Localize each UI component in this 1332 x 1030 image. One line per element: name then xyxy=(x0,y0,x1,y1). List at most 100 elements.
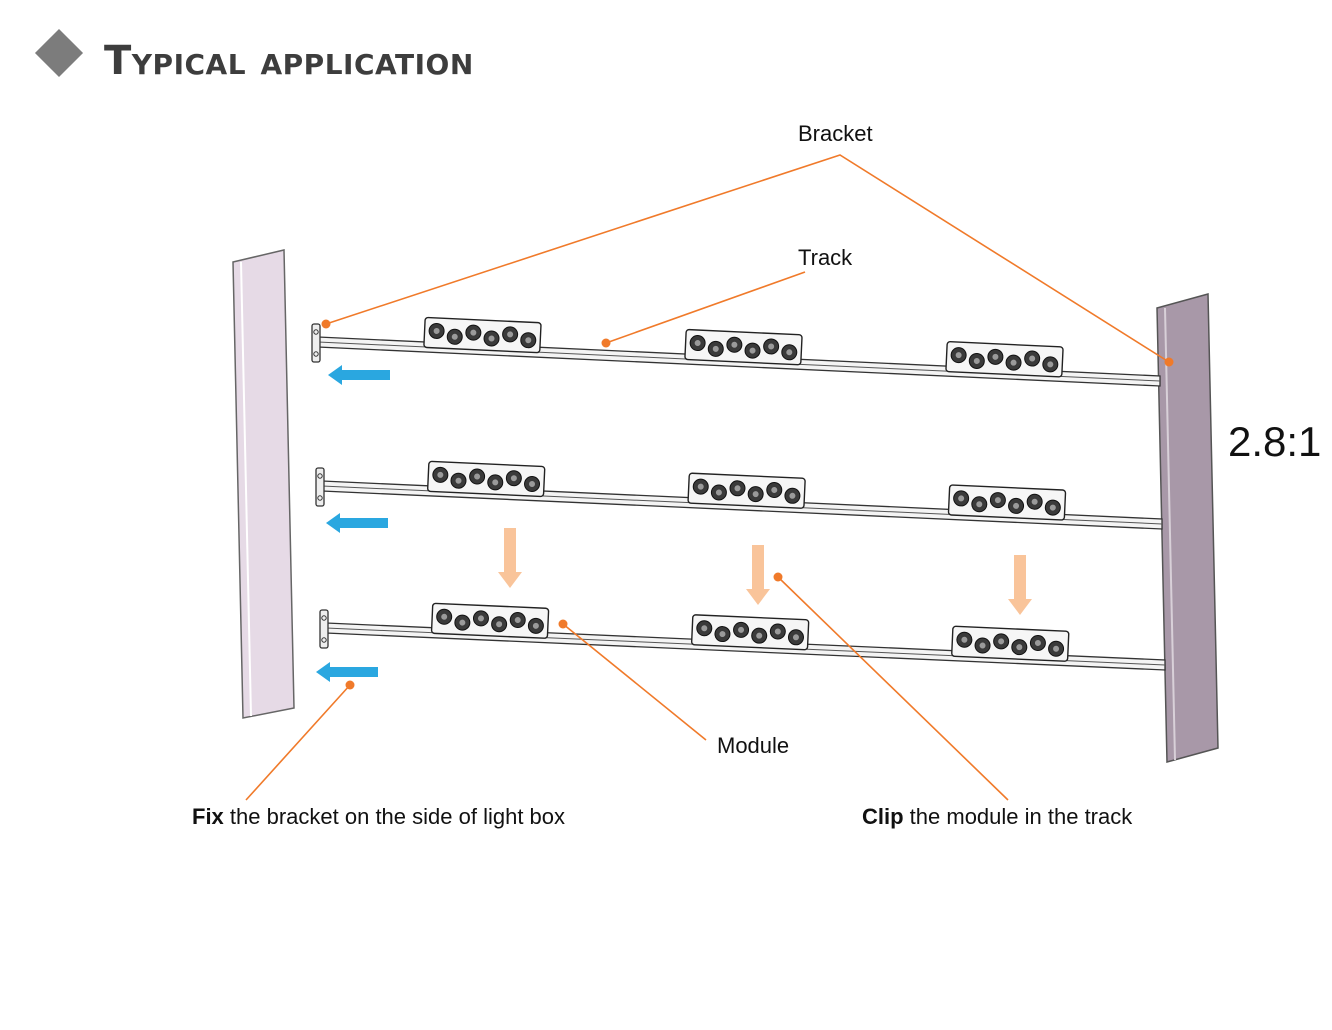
fix-caption-bold: Fix xyxy=(192,804,224,829)
led-chip xyxy=(768,343,775,350)
led-chip xyxy=(455,477,462,484)
fix-bracket-caption: Fix the bracket on the side of light box xyxy=(192,804,565,830)
led-module xyxy=(945,341,1064,378)
leader-dot xyxy=(345,680,355,690)
led-chip xyxy=(998,638,1005,645)
leader-line xyxy=(325,154,1170,363)
led-module xyxy=(427,460,546,498)
module-leader xyxy=(558,619,707,741)
led-chip xyxy=(719,631,726,638)
push-arrow-icon xyxy=(316,662,378,682)
led-chip xyxy=(1010,359,1017,366)
bracket-hole xyxy=(317,495,323,501)
clip-caption-text: the module in the track xyxy=(903,804,1133,829)
led-chip xyxy=(992,353,999,360)
drop-arrow-icon xyxy=(1008,555,1032,615)
led-chip xyxy=(701,625,708,632)
push-arrow-icon xyxy=(328,365,390,385)
track-label: Track xyxy=(798,245,853,270)
clip-module-caption: Clip the module in the track xyxy=(862,804,1132,830)
arrow-head xyxy=(328,365,342,385)
led-chip xyxy=(771,486,778,493)
leader-line xyxy=(245,684,351,801)
led-chip xyxy=(792,634,799,641)
led-chip xyxy=(994,497,1001,504)
led-chip xyxy=(1013,502,1020,509)
clip-caption-bold: Clip xyxy=(862,804,904,829)
led-chip xyxy=(1016,644,1023,651)
led-chip xyxy=(774,628,781,635)
leader-dot xyxy=(558,619,568,629)
bracket-hole xyxy=(321,615,327,621)
led-chip xyxy=(961,636,968,643)
led-chip xyxy=(437,471,444,478)
led-module xyxy=(951,625,1070,662)
bracket-hole xyxy=(313,329,319,335)
led-chip xyxy=(697,483,704,490)
led-chip xyxy=(715,489,722,496)
arrow-head xyxy=(498,572,522,588)
leader-line xyxy=(777,576,1009,801)
arrow-shaft xyxy=(340,370,390,380)
arrow-shaft xyxy=(752,545,764,591)
led-chip xyxy=(488,335,495,342)
led-chip xyxy=(712,345,719,352)
led-chip xyxy=(734,485,741,492)
arrow-shaft xyxy=(1014,555,1026,601)
led-chip xyxy=(532,622,539,629)
led-chip xyxy=(973,357,980,364)
arrow-head xyxy=(746,589,770,605)
module-label: Module xyxy=(717,733,790,758)
led-chip xyxy=(525,337,532,344)
led-chip xyxy=(507,331,514,338)
fix-caption-text: the bracket on the side of light box xyxy=(223,804,566,829)
led-chip xyxy=(955,352,962,359)
led-chip xyxy=(459,619,466,626)
led-chip xyxy=(694,340,701,347)
drop-arrow-icon xyxy=(746,545,770,605)
led-chip xyxy=(477,615,484,622)
leader-dot xyxy=(601,338,611,348)
clip-leader xyxy=(773,572,1009,801)
arrow-shaft xyxy=(328,667,378,677)
arrow-shaft xyxy=(338,518,388,528)
led-chip xyxy=(1031,498,1038,505)
push-arrow-icon xyxy=(326,513,388,533)
leader-line xyxy=(562,623,707,741)
led-chip xyxy=(786,349,793,356)
leader-dot xyxy=(1164,357,1174,367)
leader-line xyxy=(605,271,806,344)
led-chip xyxy=(1029,355,1036,362)
leader-dot xyxy=(321,319,331,329)
led-chip xyxy=(738,626,745,633)
led-chip xyxy=(496,621,503,628)
bracket-hole xyxy=(321,637,327,643)
led-chip xyxy=(958,495,965,502)
led-chip xyxy=(752,491,759,498)
arrow-head xyxy=(1008,599,1032,615)
led-chip xyxy=(1053,645,1060,652)
led-module xyxy=(690,614,810,651)
led-chip xyxy=(470,329,477,336)
led-chip xyxy=(731,341,738,348)
arrow-head xyxy=(326,513,340,533)
led-chip xyxy=(451,333,458,340)
led-module xyxy=(423,316,542,354)
led-chip xyxy=(510,475,517,482)
led-chip xyxy=(979,642,986,649)
led-chip xyxy=(1049,504,1056,511)
aspect-ratio-label: 2.8:1 xyxy=(1228,418,1322,465)
led-chip xyxy=(749,347,756,354)
arrow-head xyxy=(316,662,330,682)
leader-dot xyxy=(773,572,783,582)
drop-arrow-icon xyxy=(498,528,522,588)
led-module xyxy=(687,472,806,509)
led-module xyxy=(430,602,550,639)
led-chip xyxy=(789,492,796,499)
led-module xyxy=(947,484,1067,521)
led-chip xyxy=(514,617,521,624)
fix-leader xyxy=(245,680,355,801)
track-leader xyxy=(601,271,806,348)
left-panel-edge xyxy=(240,261,252,717)
